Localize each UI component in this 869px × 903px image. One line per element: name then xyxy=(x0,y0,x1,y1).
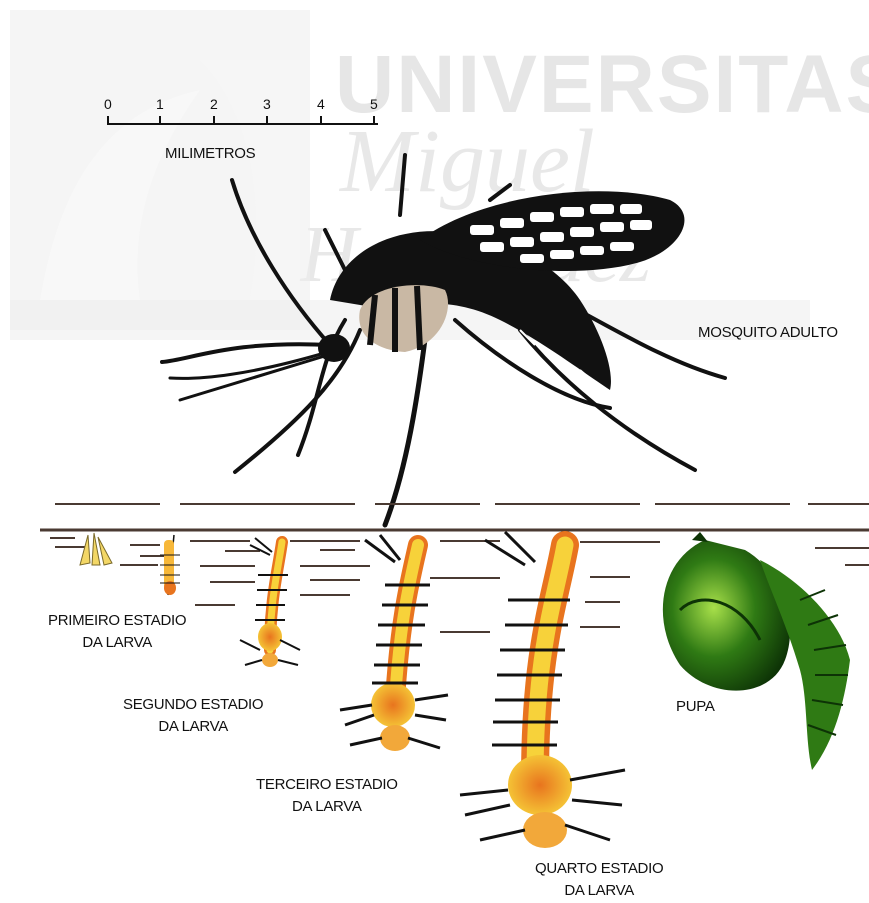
label-larva-3-line1: TERCEIRO ESTADIO xyxy=(256,774,398,796)
larva-stage-3 xyxy=(340,535,448,751)
label-larva-1-line1: PRIMEIRO ESTADIO xyxy=(48,610,186,632)
label-larva-4-line1: QUARTO ESTADIO xyxy=(535,858,663,880)
label-larva-stage-3: TERCEIRO ESTADIO DA LARVA xyxy=(256,774,398,818)
label-larva-3-line2: DA LARVA xyxy=(256,796,398,818)
label-larva-2-line1: SEGUNDO ESTADIO xyxy=(123,694,263,716)
label-larva-2-line2: DA LARVA xyxy=(123,716,263,738)
label-pupa: PUPA xyxy=(676,696,715,718)
label-larva-1-line2: DA LARVA xyxy=(48,632,186,654)
label-larva-stage-4: QUARTO ESTADIO DA LARVA xyxy=(535,858,663,902)
label-larva-stage-1: PRIMEIRO ESTADIO DA LARVA xyxy=(48,610,186,654)
larva-stage-2 xyxy=(240,538,300,667)
label-larva-4-line2: DA LARVA xyxy=(535,880,663,902)
label-larva-stage-2: SEGUNDO ESTADIO DA LARVA xyxy=(123,694,263,738)
larva-stage-1 xyxy=(160,535,180,595)
pupa-shape xyxy=(663,532,850,770)
larva-stage-4 xyxy=(460,532,625,848)
